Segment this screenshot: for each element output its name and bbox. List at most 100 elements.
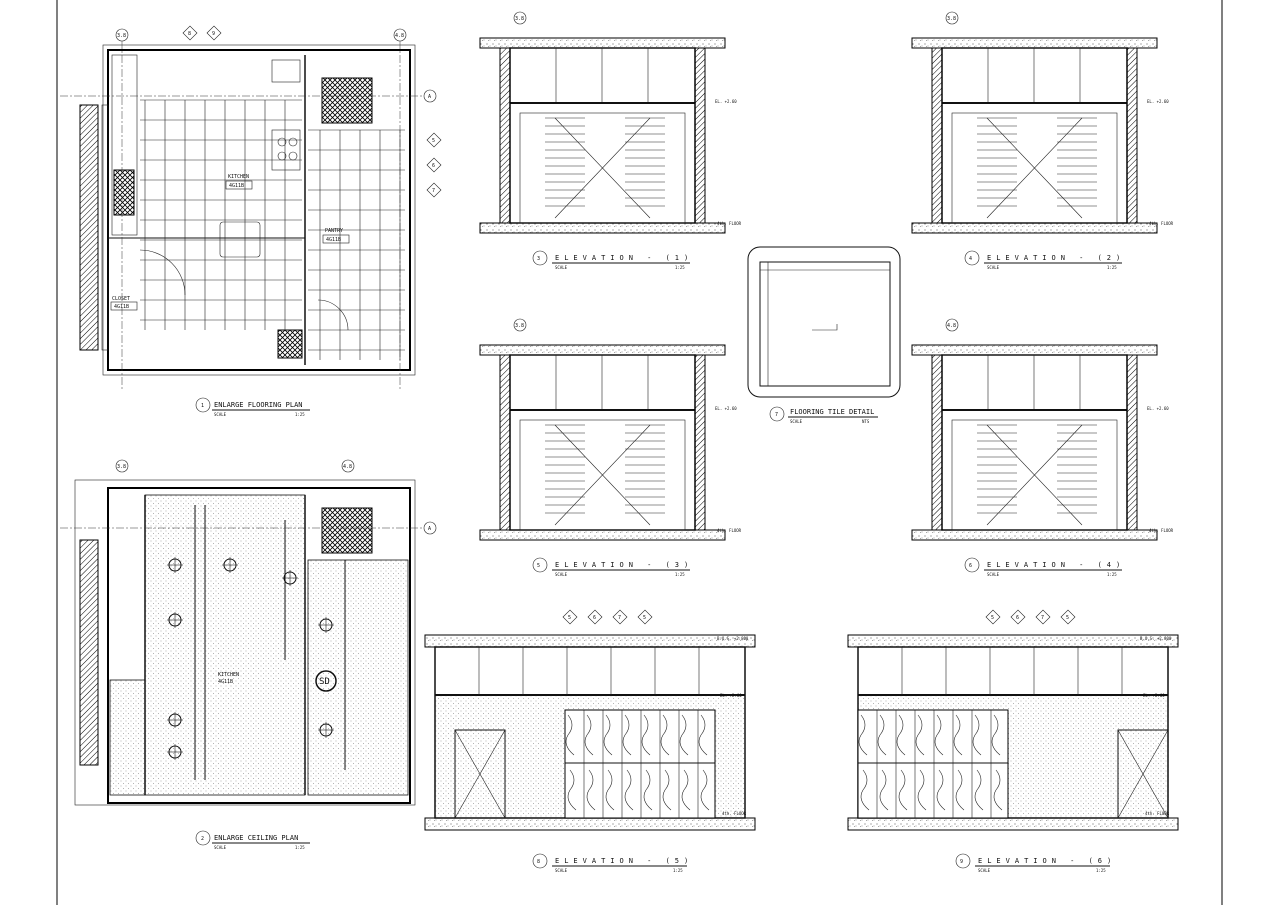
- grid-tag: 3.8: [947, 16, 956, 22]
- view-tag: 5: [568, 615, 571, 621]
- side-wall: [694, 354, 706, 531]
- scale-label: SCALE: [987, 572, 1000, 577]
- grid-bubble: [945, 318, 959, 332]
- slab-top: [911, 37, 1158, 49]
- level-tag-ceiling: EL. +2.60: [1147, 99, 1169, 104]
- wood-grain: [896, 714, 906, 756]
- scale-value: 1:25: [675, 572, 685, 577]
- drawing-number: 9: [960, 859, 963, 865]
- upper-cabinets: [509, 47, 696, 104]
- slab-bottom: [479, 529, 726, 541]
- room-code-pantry: 4G11B: [326, 237, 341, 243]
- flooring-tile-detail: 7 FLOORING TILE DETAIL SCALE NTS: [747, 246, 901, 424]
- drawing-number-bubble: [532, 250, 548, 266]
- side-wall: [1126, 47, 1138, 224]
- view-tag: 5: [643, 615, 646, 621]
- level-tag-floor: 4th. FLOOR: [1149, 528, 1174, 533]
- view-tag-7-plan: 7: [432, 188, 435, 194]
- grid-tag: 3.8: [515, 16, 524, 22]
- scale-value: 1:25: [675, 265, 685, 270]
- ceiling-room-label-kitchen: KITCHEN: [218, 672, 239, 678]
- slab-top: [479, 37, 726, 49]
- panel-diagonal: [554, 117, 651, 219]
- level-tag-floor: 4th. FLOOR: [717, 528, 742, 533]
- wall-panel: [951, 112, 1118, 224]
- panel-diagonal: [554, 424, 651, 526]
- wood-grain: [879, 769, 889, 811]
- view-tag-5-plan: 5: [432, 138, 435, 144]
- view-tag-8: 8: [188, 31, 191, 37]
- wood-grain: [603, 714, 613, 756]
- slab-top: [424, 634, 756, 648]
- drawing-number-bubble: [964, 557, 980, 573]
- door: [454, 729, 506, 819]
- side-wall: [931, 47, 943, 224]
- side-wall: [931, 354, 943, 531]
- scale-label: SCALE: [555, 868, 568, 873]
- room-label-closet: CLOSET: [112, 296, 130, 302]
- view-tag-diamond: [1035, 609, 1051, 625]
- scale-value: 1:25: [1107, 265, 1117, 270]
- view-tag-diamond: [985, 609, 1001, 625]
- scale-value: 1:25: [1096, 868, 1106, 873]
- slab-bottom: [847, 817, 1179, 831]
- drawing-7-number: 7: [775, 412, 778, 418]
- view-tag: 5: [991, 615, 994, 621]
- door-swing: [454, 729, 506, 819]
- cabinet-bank: [564, 709, 716, 819]
- wood-grain: [860, 769, 870, 811]
- drawing-title: ELEVATION - (6): [978, 857, 1116, 865]
- drawing-7-scale: NTS: [862, 419, 870, 424]
- grid-tag-4-8-ceiling: 4.8: [343, 464, 352, 470]
- wood-grain: [917, 769, 927, 811]
- drawing-number: 6: [969, 563, 972, 569]
- slab-bottom: [911, 529, 1158, 541]
- level-tag-ceiling: EL. +2.60: [1147, 406, 1169, 411]
- room-label-kitchen: KITCHEN: [228, 174, 249, 180]
- wood-grain: [643, 769, 653, 811]
- room-outline: [941, 354, 1128, 531]
- level-tag-ceiling: EL. +2.60: [715, 99, 737, 104]
- wood-grain: [934, 714, 944, 756]
- slab-bottom: [479, 222, 726, 234]
- drawing-2-number: 2: [201, 836, 204, 842]
- level-tag-floor: 4th. FLOOR: [717, 221, 742, 226]
- view-tag-9: 9: [212, 31, 215, 37]
- side-wall: [499, 47, 511, 224]
- room-code-kitchen: 4G11B: [229, 183, 244, 189]
- drawing-7-scale-label: SCALE: [790, 419, 803, 424]
- wood-grain: [955, 769, 965, 811]
- level-tag-floor: 4th. FLOOR: [1149, 221, 1174, 226]
- ceiling-lights: [167, 557, 334, 760]
- wall-panel: [951, 419, 1118, 531]
- scale-value: 1:25: [1107, 572, 1117, 577]
- level-tag-ceiling: EL. +2.60: [1143, 693, 1165, 698]
- wall-panel: [519, 419, 686, 531]
- scale-value: 1:25: [673, 868, 683, 873]
- grid-tag-3-8-ceiling: 3.8: [117, 464, 126, 470]
- wood-grain: [898, 769, 908, 811]
- upper-cabinets: [509, 354, 696, 411]
- drawing-7-title: FLOORING TILE DETAIL: [790, 408, 874, 416]
- wood-grain: [605, 769, 615, 811]
- wood-grain: [679, 714, 689, 756]
- view-tag: 6: [1016, 615, 1019, 621]
- side-wall: [499, 354, 511, 531]
- drawing-number-bubble: [964, 250, 980, 266]
- view-tag-6-plan: 6: [432, 163, 435, 169]
- grid-bubble: [513, 11, 527, 25]
- view-tag-diamond: [587, 609, 603, 625]
- drawing-title: ELEVATION - (2): [987, 254, 1125, 262]
- drawing-title: ELEVATION - (4): [987, 561, 1125, 569]
- wood-grain: [915, 714, 925, 756]
- grid-tag-3-8-plan: 3.8: [117, 33, 126, 39]
- upper-cabinets: [941, 47, 1128, 104]
- door: [1117, 729, 1169, 819]
- drawing-1-scale: 1:25: [295, 412, 305, 417]
- drawing-1-title: ENLARGE FLOORING PLAN: [214, 401, 303, 409]
- wood-grain: [622, 714, 632, 756]
- slab-top: [479, 344, 726, 356]
